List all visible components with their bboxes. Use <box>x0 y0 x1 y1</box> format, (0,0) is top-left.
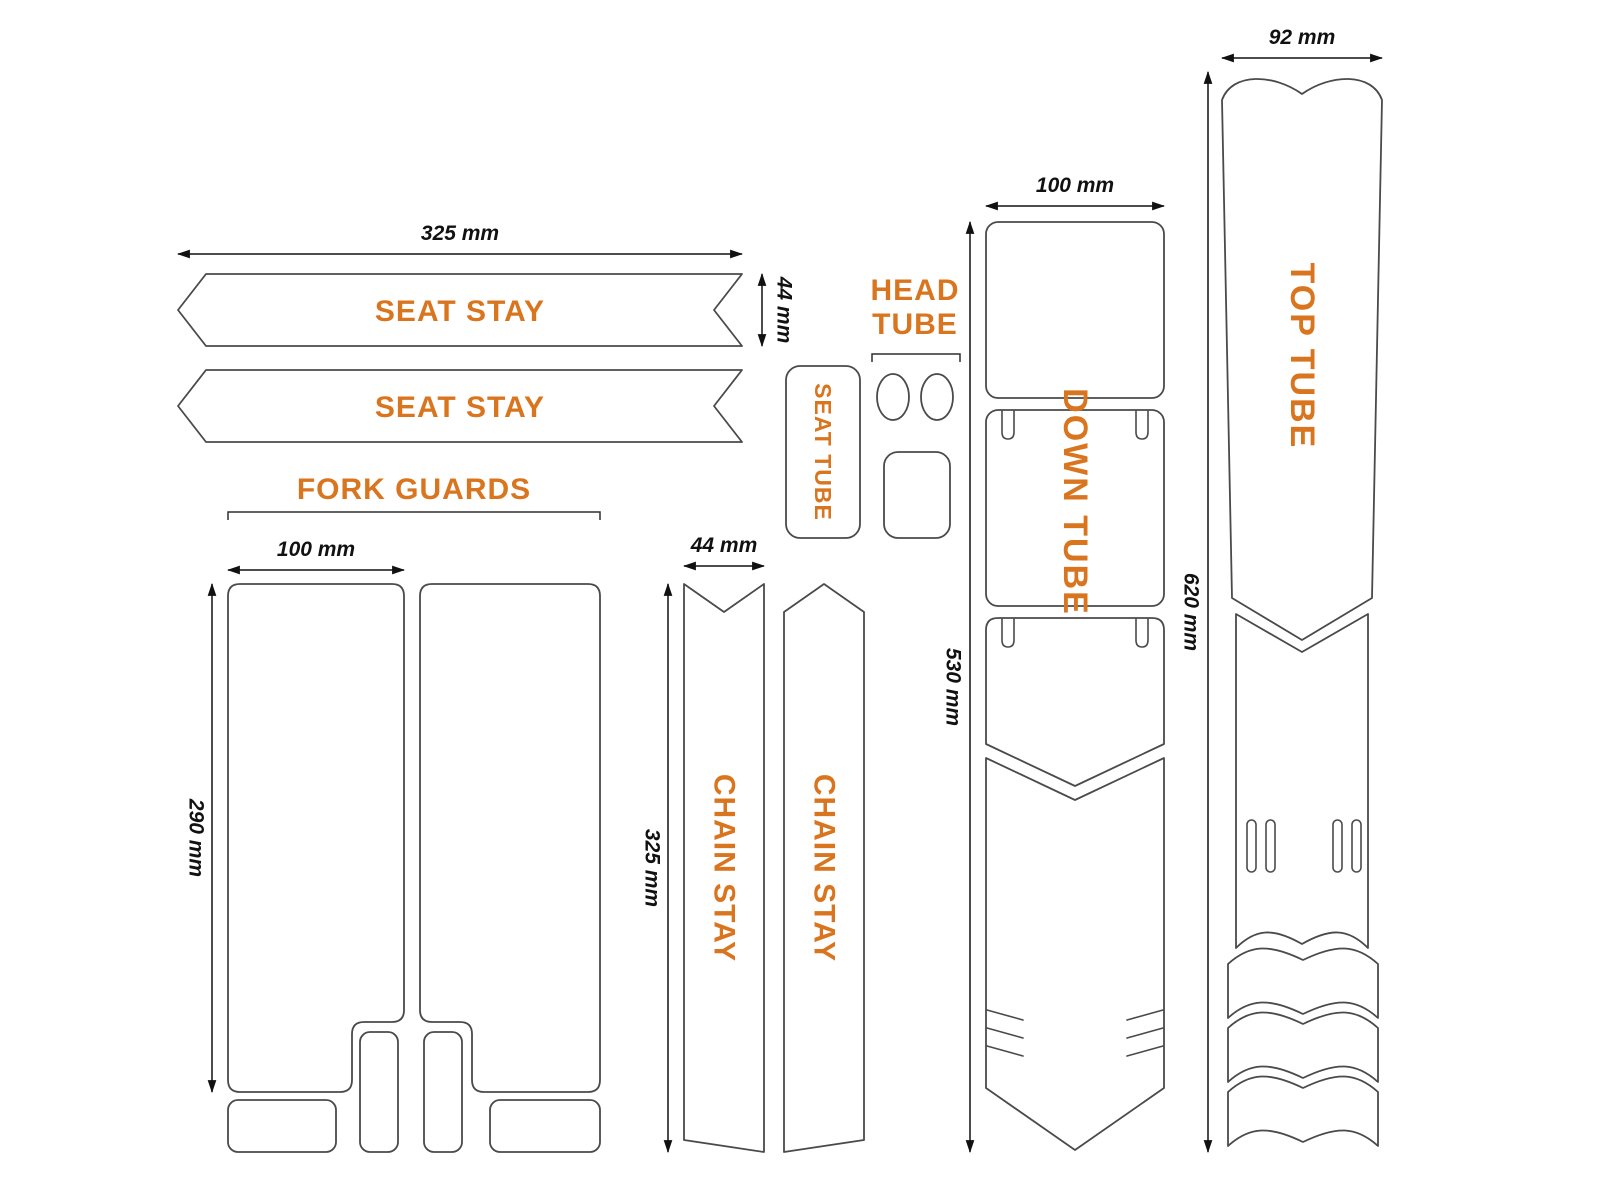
top-tube-flex-slit <box>1332 819 1343 873</box>
seat-stay-outline-2 <box>177 369 743 443</box>
head-tube-bracket <box>871 353 961 362</box>
chain-stay-length-dim: 325 mm <box>641 829 664 907</box>
down-tube-slit <box>1001 618 1015 648</box>
fork-guard-height-dim: 290 mm <box>185 798 208 877</box>
down-tube-length-dim: 530 mm <box>942 648 965 726</box>
down-tube-gill-slit <box>1126 1009 1164 1021</box>
down-tube-slit <box>1135 410 1149 440</box>
fork-strip-right <box>423 1031 463 1153</box>
top-tube-length-dim: 620 mm <box>1180 573 1203 651</box>
head-tube-label-line1: HEAD <box>870 274 959 307</box>
seat-stay-group: 325 mm SEAT STAY 44 mm SEAT STAY <box>176 222 796 443</box>
fork-pad-left <box>227 1099 337 1153</box>
top-tube-group: 92 mm 620 mm TOP TUBE <box>1180 26 1384 1154</box>
top-tube-flex-slit <box>1351 819 1362 873</box>
down-tube-section-mid <box>985 409 1165 607</box>
seat-stay-length-dim: 325 mm <box>421 222 499 245</box>
fork-guards-bracket <box>227 511 601 520</box>
fork-pad-right <box>489 1099 601 1153</box>
down-tube-section-bottom <box>985 757 1165 1151</box>
down-tube-gill-slit <box>1126 1027 1164 1039</box>
down-tube-group: 100 mm 530 mm DOWN TUBE <box>942 174 1166 1154</box>
seat-tube-outline <box>785 365 861 539</box>
head-tube-pad <box>883 451 951 539</box>
chain-stay-outline-2 <box>783 583 865 1153</box>
down-tube-section-top <box>985 221 1165 399</box>
fork-guards-group: FORK GUARDS 100 mm 290 mm <box>185 473 601 1153</box>
down-tube-gill-slit <box>1126 1045 1164 1057</box>
top-tube-wave-strip-2 <box>1227 1011 1379 1083</box>
top-tube-flex-slit <box>1265 819 1276 873</box>
chain-stay-width-dim: 44 mm <box>690 534 758 557</box>
fork-guard-left-outline <box>227 583 405 1093</box>
top-tube-width-dim: 92 mm <box>1269 26 1336 49</box>
head-tube-label-line2: TUBE <box>872 308 958 341</box>
head-tube-oval-right <box>920 373 954 421</box>
head-tube-group: HEAD TUBE <box>870 274 961 539</box>
seat-stay-outline-1 <box>177 273 743 347</box>
down-tube-section-chevron <box>985 617 1165 787</box>
down-tube-gill-slit <box>986 1027 1024 1039</box>
top-tube-wave-strip-1 <box>1227 947 1379 1019</box>
down-tube-width-dim: 100 mm <box>1036 174 1114 197</box>
seat-tube-group: SEAT TUBE <box>785 365 861 539</box>
down-tube-slit <box>1001 410 1015 440</box>
head-tube-oval-left <box>876 373 910 421</box>
fork-guards-title: FORK GUARDS <box>297 473 531 506</box>
top-tube-main-outline <box>1221 78 1383 641</box>
down-tube-gill-slit <box>986 1009 1024 1021</box>
chain-stay-group: 44 mm 325 mm CHAIN STAY CHAIN STAY <box>641 534 865 1154</box>
chain-stay-outline-1 <box>683 583 765 1153</box>
fork-guard-right-outline <box>419 583 601 1093</box>
seat-stay-width-dim: 44 mm <box>773 276 796 344</box>
top-tube-wave-strip-3 <box>1227 1075 1379 1147</box>
top-tube-flex-slit <box>1246 819 1257 873</box>
top-tube-lower-outline <box>1235 613 1369 949</box>
fork-guard-width-dim: 100 mm <box>277 538 355 561</box>
fork-strip-left <box>359 1031 399 1153</box>
down-tube-gill-slit <box>986 1045 1024 1057</box>
down-tube-slit <box>1135 618 1149 648</box>
